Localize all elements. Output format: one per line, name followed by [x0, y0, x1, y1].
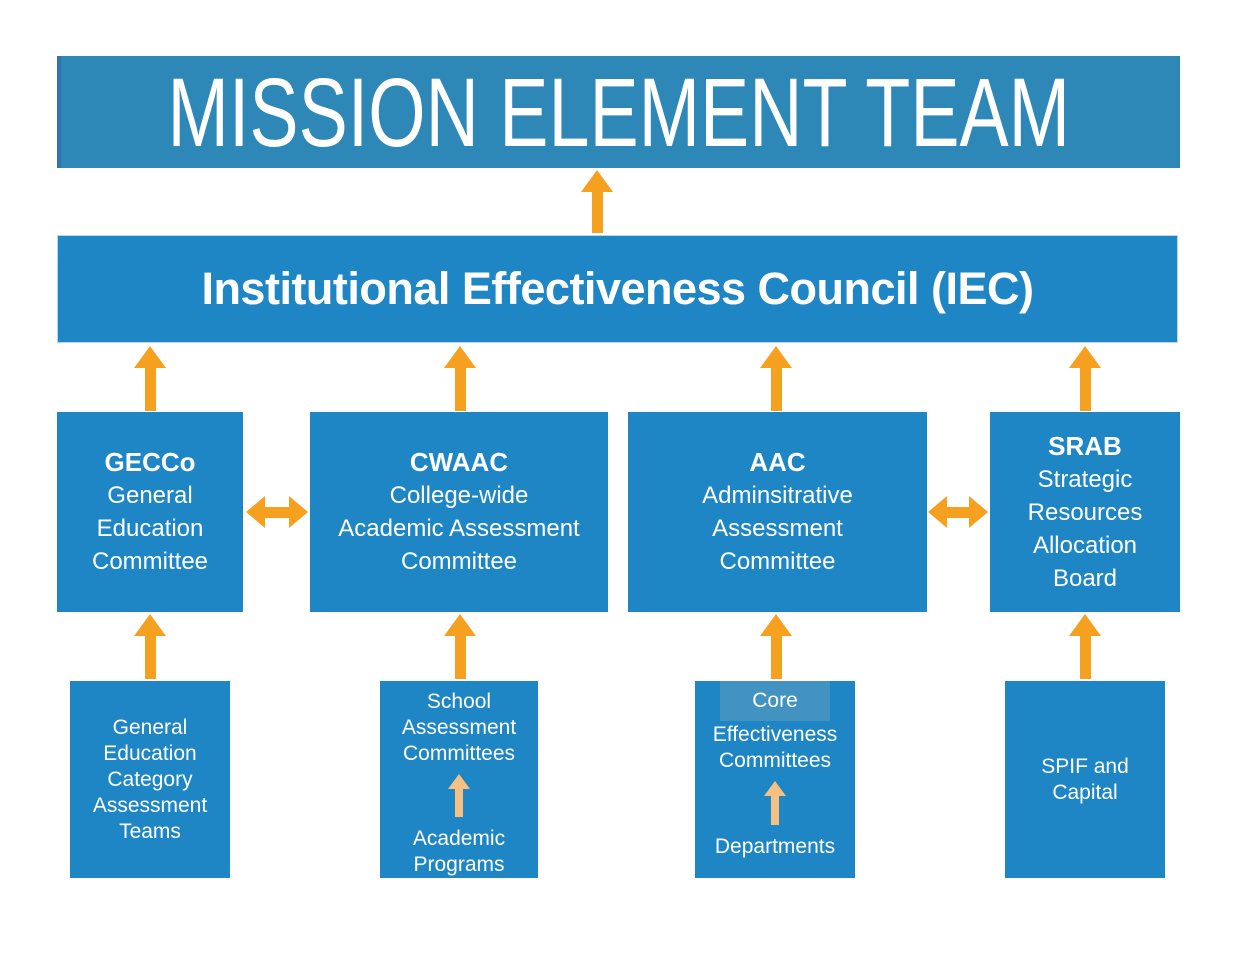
arrow-head-icon: [760, 614, 792, 636]
up-arrow-icon: [134, 614, 166, 679]
committee-box-gecco: GECCo General Education Committee: [57, 412, 243, 612]
committee-name-line: College-wide: [389, 482, 529, 509]
double-arrow-icon: [928, 495, 988, 529]
arrow-head-icon: [969, 496, 988, 528]
feeder-line: Assessment: [401, 716, 517, 739]
committee-name-line: Strategic: [1037, 465, 1133, 493]
arrow-head-icon: [1069, 614, 1101, 636]
committee-acronym: AAC: [749, 447, 806, 477]
arrow-head-icon: [289, 496, 308, 528]
mission-element-team-title: MISSION ELEMENT TEAM: [167, 57, 1070, 167]
committee-name-line: Assessment: [712, 515, 843, 542]
arrow-stem: [1079, 368, 1091, 411]
arrow-head-icon: [444, 614, 476, 636]
committee-name-line: Board: [1052, 564, 1118, 592]
feeder-line: Effectiveness: [712, 723, 838, 746]
arrow-head-icon: [448, 774, 470, 789]
feeder-line: Core: [752, 689, 798, 712]
committee-box-cwaac: CWAAC College-wide Academic Assessment C…: [310, 412, 608, 612]
arrow-head-icon: [134, 614, 166, 636]
committee-acronym: GECCo: [104, 447, 196, 477]
arrow-stem: [770, 368, 782, 411]
mission-element-team-banner: MISSION ELEMENT TEAM: [57, 56, 1180, 168]
arrow-head-icon: [764, 781, 786, 796]
arrow-stem: [144, 636, 156, 679]
committee-name-line: Adminsitrative: [702, 482, 853, 509]
feeder-box-spif-capital: SPIF and Capital: [1005, 681, 1165, 878]
core-highlight-patch: Core: [720, 681, 830, 721]
committee-name-line: General: [107, 482, 193, 509]
arrow-head-icon: [134, 346, 166, 368]
up-arrow-icon: [760, 614, 792, 679]
iec-banner: Institutional Effectiveness Council (IEC…: [57, 235, 1178, 343]
arrow-stem: [454, 368, 466, 411]
feeder-box-school-assessment: School Assessment Committees Academic Pr…: [380, 681, 538, 878]
up-arrow-light-icon: [764, 781, 786, 825]
feeder-line: Programs: [413, 853, 505, 876]
committee-name-line: Academic Assessment: [338, 515, 580, 542]
committee-name-line: Allocation: [1032, 531, 1138, 559]
up-arrow-icon: [444, 614, 476, 679]
arrow-stem: [455, 789, 463, 817]
committee-box-aac: AAC Adminsitrative Assessment Committee: [628, 412, 927, 612]
feeder-line: Committees: [402, 742, 516, 765]
up-arrow-icon: [1069, 346, 1101, 411]
iec-title: Institutional Effectiveness Council (IEC…: [201, 263, 1034, 314]
feeder-line: SPIF and: [1041, 754, 1129, 778]
arrow-head-icon: [581, 170, 613, 192]
up-arrow-icon: [444, 346, 476, 411]
feeder-box-gen-ed-category-teams: General Education Category Assessment Te…: [70, 681, 230, 878]
up-arrow-light-icon: [448, 774, 470, 817]
feeder-line: General: [112, 715, 188, 739]
committee-box-srab: SRAB Strategic Resources Allocation Boar…: [990, 412, 1180, 612]
up-arrow-icon: [760, 346, 792, 411]
arrow-stem: [947, 506, 969, 518]
up-arrow-icon: [1069, 614, 1101, 679]
committee-name-line: Committee: [91, 548, 209, 575]
up-arrow-icon: [134, 346, 166, 411]
arrow-head-icon: [928, 496, 947, 528]
arrow-head-icon: [246, 496, 265, 528]
committee-acronym: CWAAC: [409, 447, 509, 477]
committee-name-line: Resources: [1027, 498, 1143, 526]
double-arrow-icon: [246, 495, 308, 529]
committee-name-line: Committee: [400, 548, 518, 575]
feeder-box-core-effectiveness: Core Effectiveness Committees Department…: [695, 681, 855, 878]
arrow-stem: [770, 636, 782, 679]
feeder-line: Assessment: [92, 793, 208, 817]
feeder-line: Category: [107, 767, 193, 791]
arrow-stem: [591, 192, 603, 233]
arrow-stem: [144, 368, 156, 411]
feeder-line: Committees: [718, 749, 832, 772]
feeder-line: School: [426, 690, 492, 713]
feeder-line: Capital: [1052, 780, 1118, 804]
feeder-line: Academic: [412, 827, 506, 850]
arrow-stem: [1079, 636, 1091, 679]
arrow-head-icon: [1069, 346, 1101, 368]
arrow-stem: [265, 506, 289, 518]
arrow-head-icon: [444, 346, 476, 368]
up-arrow-icon: [581, 170, 613, 233]
feeder-line: Teams: [119, 819, 181, 843]
committee-name-line: Education: [96, 515, 204, 542]
feeder-line: Education: [103, 741, 197, 765]
committee-acronym: SRAB: [1048, 430, 1122, 461]
arrow-stem: [454, 636, 466, 679]
committee-name-line: Committee: [719, 548, 836, 575]
arrow-head-icon: [760, 346, 792, 368]
feeder-line: Departments: [714, 835, 836, 858]
arrow-stem: [771, 796, 779, 825]
